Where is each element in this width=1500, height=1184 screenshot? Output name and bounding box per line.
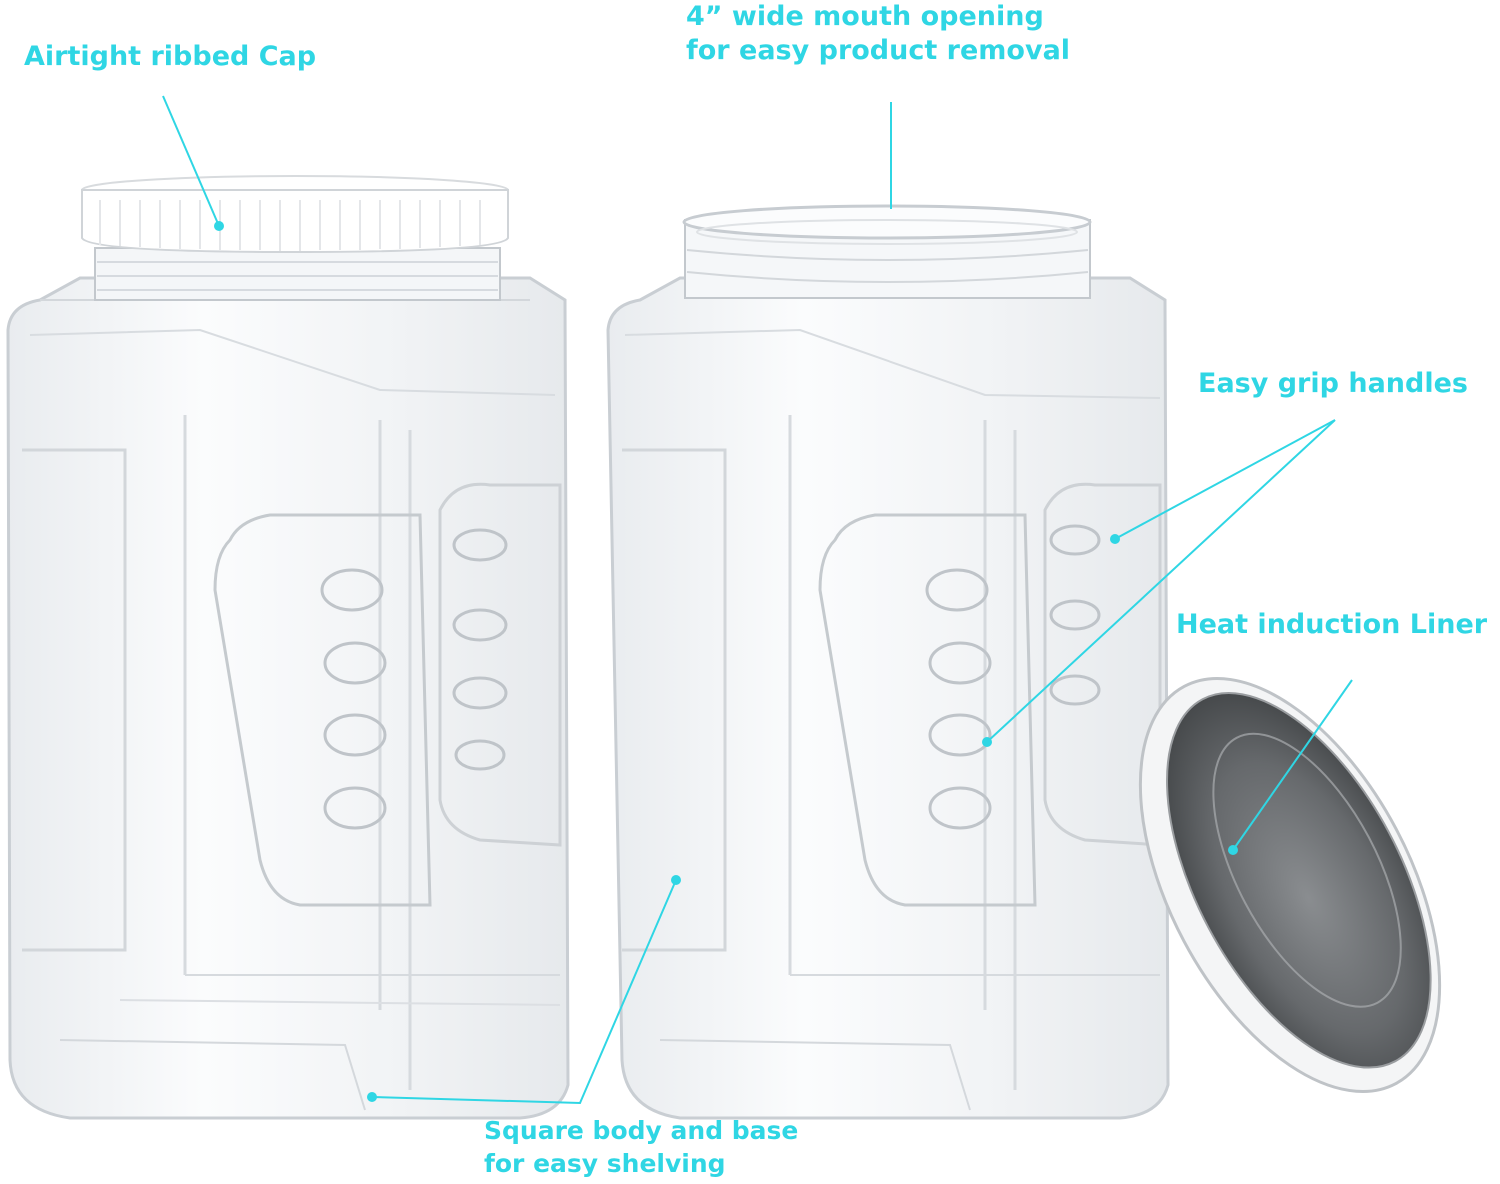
callout-dot-grip-1	[1110, 534, 1120, 544]
callout-dot-liner	[1228, 845, 1238, 855]
callout-line-square	[371, 879, 677, 1105]
cap-with-liner	[1138, 677, 1442, 1093]
label-grip-handles: Easy grip handles	[1198, 367, 1468, 401]
label-line: Heat induction Liner	[1176, 609, 1488, 640]
callout-line-grip-1	[1114, 419, 1336, 540]
callout-lines	[162, 95, 1353, 1105]
callout-dot-grip-2	[982, 737, 992, 747]
callout-line-cap	[162, 95, 220, 227]
callout-dot-cap	[214, 221, 224, 231]
label-wide-mouth: 4” wide mouth opening for easy product r…	[686, 0, 1070, 68]
label-line: Airtight ribbed Cap	[24, 41, 317, 72]
label-airtight-cap: Airtight ribbed Cap	[24, 40, 316, 74]
callout-line-liner	[1232, 679, 1353, 851]
label-heat-liner: Heat induction Liner	[1176, 608, 1487, 642]
callout-dots	[214, 221, 1238, 1102]
callout-dot-square-top	[671, 875, 681, 885]
label-line: for easy shelving	[484, 1149, 726, 1178]
label-line: Square body and base	[484, 1116, 799, 1145]
label-line: Easy grip handles	[1198, 368, 1468, 399]
label-square-body: Square body and base for easy shelving	[484, 1114, 798, 1180]
callout-line-grip-2	[986, 419, 1336, 743]
jar-with-cap	[6, 175, 570, 1120]
label-line: for easy product removal	[686, 35, 1071, 66]
jar-open-mouth	[606, 204, 1170, 1120]
callout-dot-square-base	[367, 1092, 377, 1102]
label-line: 4” wide mouth opening	[686, 1, 1044, 32]
